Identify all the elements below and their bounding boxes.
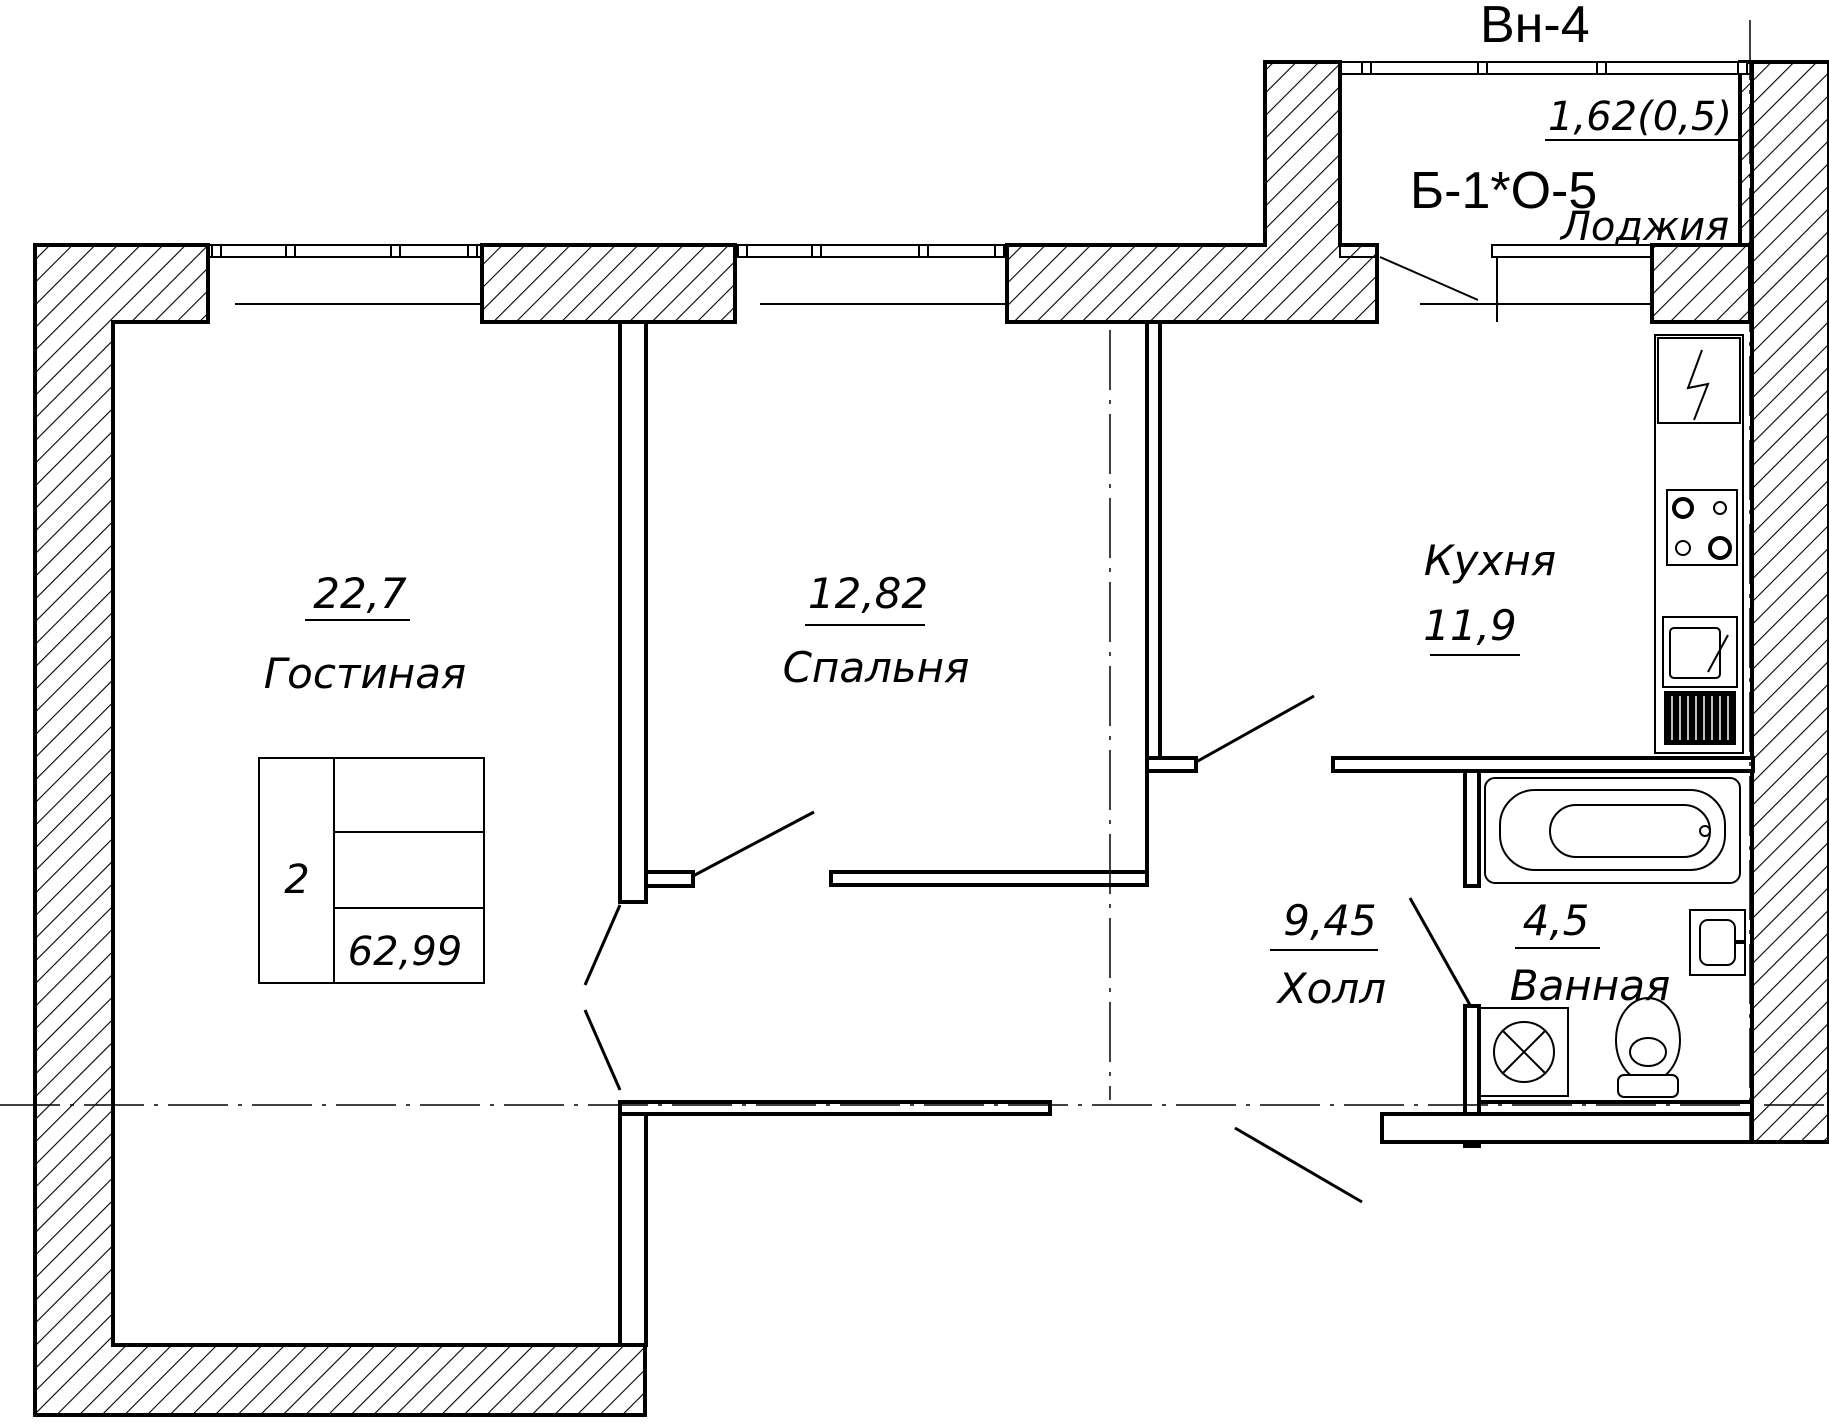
top-wall-pier-1 <box>480 243 737 324</box>
bathroom-area: 4,5 <box>1523 896 1590 945</box>
apartment-code: Б-1*О-5 <box>1410 162 1597 220</box>
bedroom-name: Спальня <box>783 643 970 692</box>
top-wall-pier-2 <box>1005 60 1379 324</box>
exterior-walls <box>33 60 1829 1417</box>
bedroom-area: 12,82 <box>808 569 928 618</box>
section-label: Вн-4 <box>1480 0 1590 54</box>
hall-name: Холл <box>1276 964 1386 1013</box>
loggia-area: 1,62(0,5) <box>1548 94 1732 140</box>
kitchen-area: 11,9 <box>1423 601 1517 650</box>
loggia-name: Лоджия <box>1559 204 1729 250</box>
living-room-area: 22,7 <box>313 569 407 618</box>
bathroom-name: Ванная <box>1510 961 1670 1010</box>
toilet-icon <box>1615 997 1681 1098</box>
electric-panel-icon <box>1657 337 1741 424</box>
kitchen-name: Кухня <box>1424 536 1556 585</box>
dishwasher-icon <box>1664 691 1736 745</box>
rooms-count: 2 <box>284 857 309 903</box>
right-exterior-wall <box>1750 60 1829 1144</box>
living-room-name: Гостиная <box>264 649 466 698</box>
top-wall-pier-3 <box>1650 243 1752 324</box>
axis-lines <box>0 20 1829 1142</box>
bathroom-fixtures <box>1479 777 1746 1098</box>
hall-area: 9,45 <box>1283 896 1377 945</box>
summary-box <box>258 757 485 984</box>
door-swings <box>583 694 1472 1204</box>
kitchen-fixtures <box>1654 334 1744 754</box>
left-exterior-wall <box>33 243 647 1417</box>
interior-walls <box>618 320 1755 1347</box>
windows <box>207 61 1753 322</box>
total-area: 62,99 <box>348 929 463 975</box>
